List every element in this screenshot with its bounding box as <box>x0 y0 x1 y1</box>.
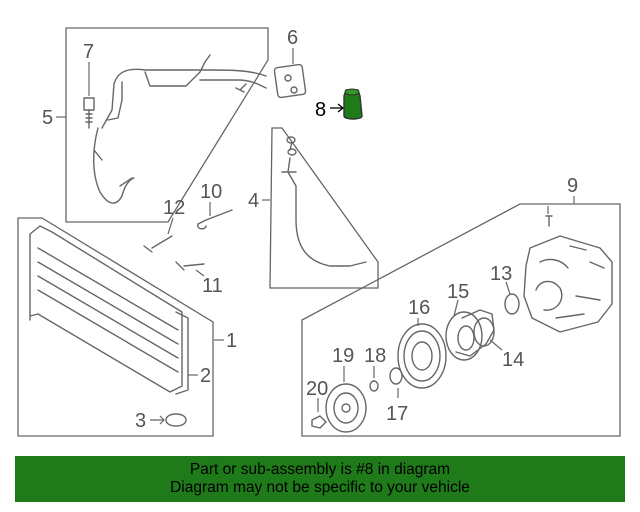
liquid-line-part <box>281 141 367 267</box>
bracket-6-group <box>273 48 307 99</box>
condenser-box <box>17 217 214 437</box>
callout-14: 14 <box>502 349 524 371</box>
bracket-6-part <box>273 63 307 99</box>
callout-5: 5 <box>42 107 53 129</box>
clutch-parts-group <box>311 281 520 433</box>
banner-line-2: Diagram may not be specific to your vehi… <box>170 479 470 496</box>
callout-12: 12 <box>163 197 185 219</box>
pulley-16-part <box>397 323 447 389</box>
callout-20: 20 <box>306 378 328 400</box>
snapring-17-part <box>389 367 403 385</box>
banner-line-1: Part or sub-assembly is #8 in diagram <box>189 461 451 478</box>
bolt-11-part <box>175 261 205 271</box>
bolt-small-part <box>235 83 247 93</box>
bolt-7-part <box>83 97 95 129</box>
bolt-12-part <box>143 235 173 253</box>
callout-4: 4 <box>248 190 259 212</box>
compressor-box <box>301 203 621 437</box>
hose-assembly-part <box>93 54 267 204</box>
callout-9: 9 <box>567 175 578 197</box>
callout-8: 8 <box>315 99 326 121</box>
callout-16: 16 <box>408 297 430 319</box>
hose-assembly-box <box>65 27 269 223</box>
receiver-drier-8-group <box>330 88 363 120</box>
snapring-14-part <box>473 317 495 347</box>
callout-11: 11 <box>202 275 223 297</box>
callout-3: 3 <box>135 410 146 432</box>
callout-6: 6 <box>287 27 298 49</box>
bolt-10-part <box>197 209 233 230</box>
condenser-part <box>29 225 189 395</box>
callout-2: 2 <box>200 365 211 387</box>
compressor-part <box>523 235 613 333</box>
callout-18: 18 <box>364 345 386 367</box>
callout-7: 7 <box>83 41 94 63</box>
condenser-group <box>17 217 224 437</box>
shim-18-part <box>369 380 379 392</box>
bolts-group <box>143 202 233 277</box>
callout-17: 17 <box>386 403 408 425</box>
callout-15: 15 <box>447 281 469 303</box>
liquid-line-box <box>269 127 379 289</box>
cap-3-part <box>165 413 187 427</box>
compressor-group <box>301 196 621 437</box>
liquid-line-group <box>262 127 379 289</box>
parts-diagram: 7 5 6 8 4 10 12 11 9 1 2 3 13 15 16 14 1… <box>17 27 621 437</box>
bolt-20-part <box>311 415 327 429</box>
callout-13: 13 <box>490 263 512 285</box>
oring-13-part <box>504 293 520 315</box>
callout-1: 1 <box>226 330 237 352</box>
info-banner: Part or sub-assembly is #8 in diagram Di… <box>15 456 625 502</box>
hose-assembly-group <box>56 27 269 223</box>
hub-19-part <box>325 383 367 433</box>
callout-19: 19 <box>332 345 354 367</box>
callout-10: 10 <box>200 181 222 203</box>
